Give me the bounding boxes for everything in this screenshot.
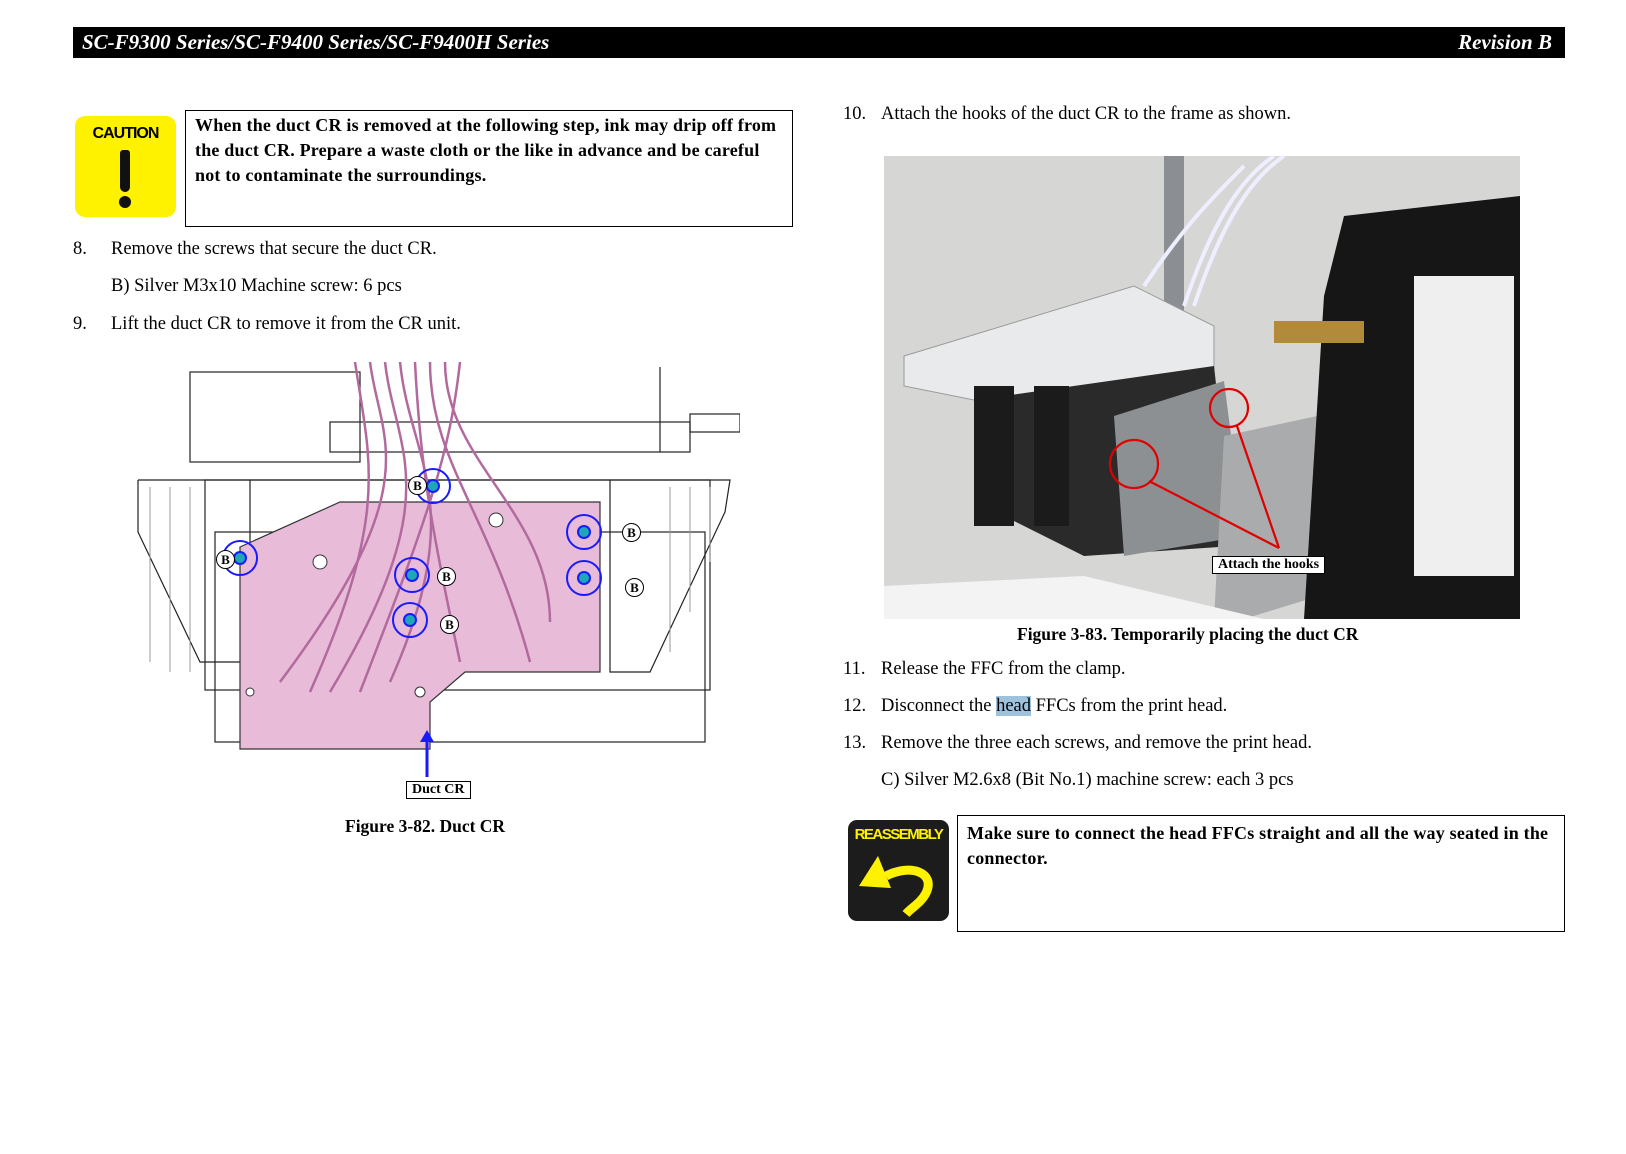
reassembly-icon: REASSEMBLY: [848, 820, 949, 921]
step-number: 8.: [73, 239, 87, 259]
screw-label-b: B: [216, 550, 235, 569]
step-13-sub: C) Silver M2.6x8 (Bit No.1) machine scre…: [881, 770, 1294, 790]
exclamation-icon: [120, 150, 130, 192]
step-text: FFCs from the print head.: [1031, 696, 1228, 716]
step-12: 12. Disconnect the head FFCs from the pri…: [843, 696, 1227, 717]
step-number: 9.: [73, 314, 87, 334]
step-number: 12.: [843, 696, 867, 716]
step-text: Disconnect the: [881, 696, 997, 716]
step-10: 10. Attach the hooks of the duct CR to th…: [843, 104, 1291, 125]
search-highlight: head: [996, 696, 1032, 716]
screw-label-b: B: [408, 476, 427, 495]
reassembly-icon-label: REASSEMBLY: [854, 826, 944, 843]
screw-label-b: B: [437, 567, 456, 586]
caution-box: When the duct CR is removed at the follo…: [185, 110, 793, 227]
step-9: 9. Lift the duct CR to remove it from the…: [73, 314, 461, 335]
step-13: 13. Remove the three each screws, and rem…: [843, 733, 1312, 754]
header-title: SC-F9300 Series/SC-F9400 Series/SC-F9400…: [82, 30, 550, 54]
duct-cr-callout: Duct CR: [406, 781, 471, 799]
exclamation-dot: [119, 196, 131, 208]
figure-82-caption: Figure 3-82. Duct CR: [345, 816, 506, 836]
step-11: 11. Release the FFC from the clamp.: [843, 659, 1126, 680]
step-number: 11.: [843, 659, 866, 679]
caution-icon: CAUTION: [75, 116, 176, 217]
step-text: Release the FFC from the clamp.: [881, 659, 1126, 679]
step-text: Lift the duct CR to remove it from the C…: [111, 314, 461, 334]
caution-icon-label: CAUTION: [92, 125, 160, 142]
step-text: Remove the three each screws, and remove…: [881, 733, 1312, 753]
reassembly-box: Make sure to connect the head FFCs strai…: [957, 815, 1565, 932]
step-number: 13.: [843, 733, 867, 753]
page-header: SC-F9300 Series/SC-F9400 Series/SC-F9400…: [73, 27, 1565, 58]
attach-hooks-callout: Attach the hooks: [1212, 556, 1326, 574]
figure-83-caption: Figure 3-83. Temporarily placing the duc…: [1017, 624, 1359, 644]
return-arrow-icon: [859, 856, 933, 918]
duct-cr-photo: [884, 156, 1520, 619]
screw-label-b: B: [622, 523, 641, 542]
step-text: Attach the hooks of the duct CR to the f…: [881, 104, 1291, 124]
step-text: Remove the screws that secure the duct C…: [111, 239, 437, 259]
step-number: 10.: [843, 104, 867, 124]
duct-cr-diagram: [137, 362, 740, 777]
step-8: 8. Remove the screws that secure the duct…: [73, 239, 437, 260]
step-8-sub: B) Silver M3x10 Machine screw: 6 pcs: [111, 276, 402, 296]
header-revision: Revision B: [1458, 30, 1552, 54]
screw-label-b: B: [440, 615, 459, 634]
duct-cr-part: [239, 501, 601, 750]
screw-label-b: B: [625, 578, 644, 597]
